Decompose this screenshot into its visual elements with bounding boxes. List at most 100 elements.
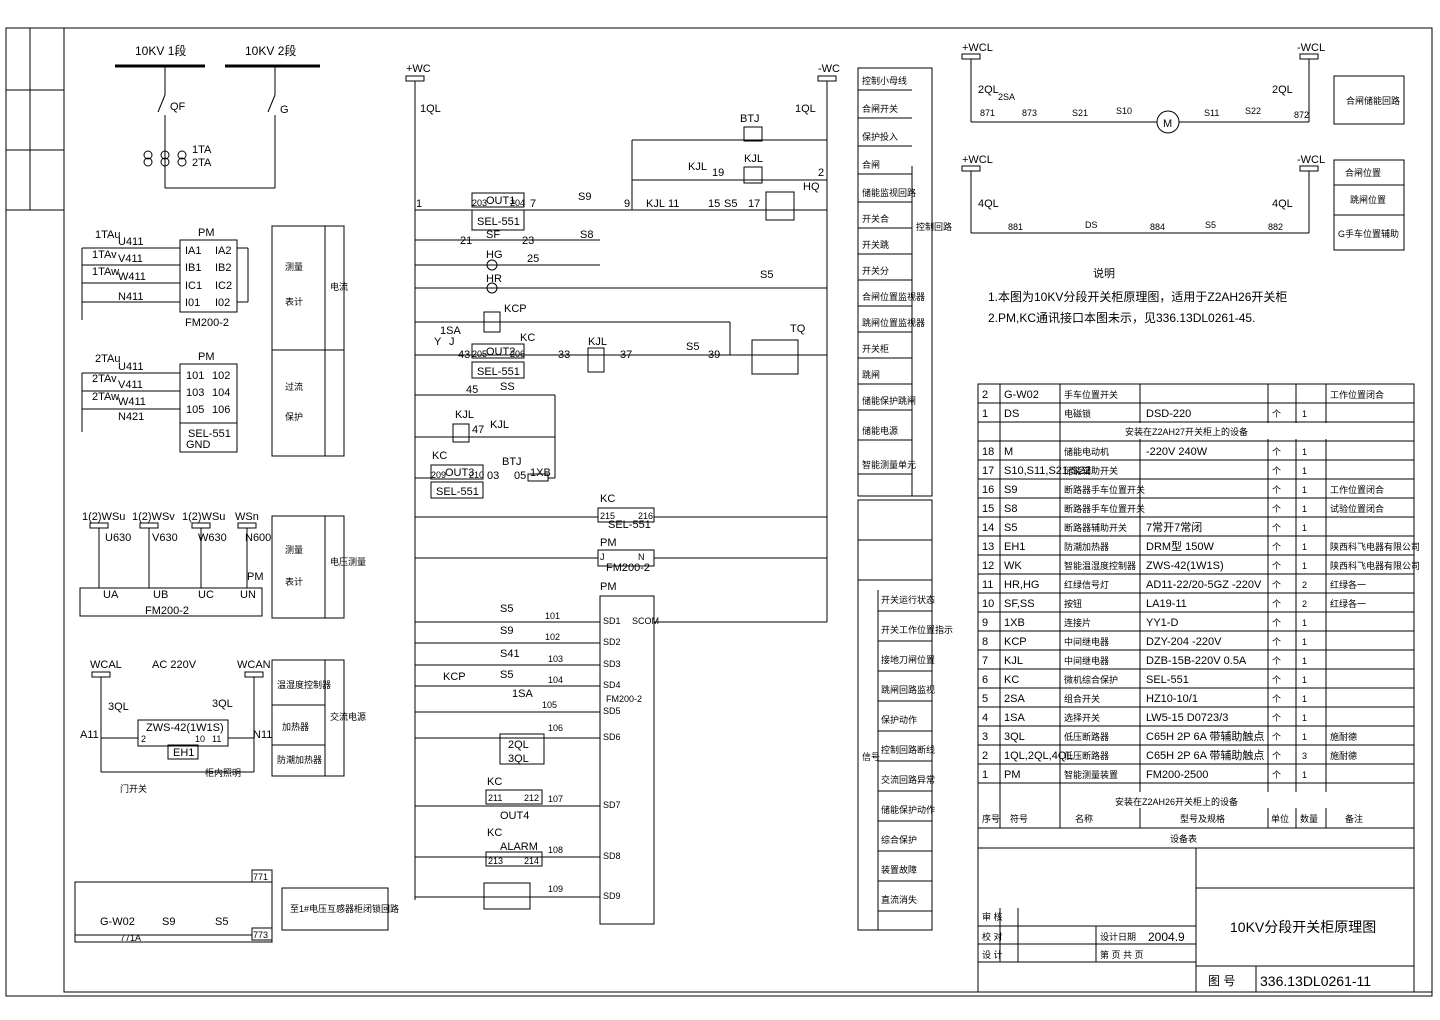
- ct2-wire: W411: [118, 396, 146, 408]
- table-cell: 1SA: [1004, 712, 1025, 724]
- table-cell: 1: [1302, 732, 1307, 742]
- table-cell: 个: [1272, 561, 1281, 571]
- table-cell: 1: [1302, 637, 1307, 647]
- table-cell: 1: [1302, 694, 1307, 704]
- sig-kc2: KC: [487, 827, 502, 839]
- table-cell: HR,HG: [1004, 579, 1039, 591]
- table-cell: 个: [1272, 504, 1281, 514]
- table-cell: 1: [1302, 523, 1307, 533]
- table-cell: 1: [1302, 618, 1307, 628]
- wcl-neg: -WCL: [1297, 154, 1325, 166]
- kc-label: KC: [432, 450, 447, 462]
- node: 9: [624, 198, 630, 210]
- out4-box: [485, 789, 543, 805]
- sig-input: SD5: [603, 706, 621, 716]
- notes-line2: 2.PM,KC通讯接口本图未示，见336.13DL0261-45.: [988, 310, 1255, 325]
- side-label-upper: 合闸: [862, 159, 880, 170]
- sig-num: 107: [548, 794, 563, 804]
- table-cell: 1XB: [1004, 617, 1025, 629]
- table-cell: 3QL: [1004, 731, 1025, 743]
- table-cell: 2: [1302, 599, 1307, 609]
- sig-num: 109: [548, 884, 563, 894]
- sel2-label: SEL-551: [477, 366, 520, 378]
- table-cell: 红绿各一: [1330, 579, 1366, 590]
- side-label-upper: 开关合: [862, 213, 889, 224]
- kjl-contact: KJL: [646, 198, 665, 210]
- door-switch: 门开关: [120, 783, 147, 794]
- bus1-label: 10KV 1段: [135, 43, 186, 58]
- node: 39: [708, 349, 720, 361]
- side-label-upper: 开关柜: [862, 343, 889, 354]
- ct1-tag-u: 1TAu: [95, 229, 120, 241]
- table-cell: 1: [982, 769, 988, 781]
- table-cell: 1: [1302, 542, 1307, 552]
- table-cell: 2: [982, 389, 988, 401]
- table-cell: 个: [1272, 637, 1281, 647]
- table-cell: DZB-15B-220V 0.5A: [1146, 655, 1247, 667]
- side-label-lower: 控制回路断线: [881, 744, 935, 755]
- ct2-wire: N421: [118, 411, 144, 423]
- interlock-box-label: 至1#电压互感器柜闭锁回路: [290, 903, 399, 914]
- table-cell: 6: [982, 674, 988, 686]
- node: 21: [460, 235, 472, 247]
- vt-pin: UA: [103, 589, 119, 601]
- ct2-pm: PM: [198, 351, 215, 363]
- busbar-section: 10KV 1段 10KV 2段 QF G 1TA 2TA: [115, 43, 320, 189]
- table-cell: 2SA: [1004, 693, 1025, 705]
- sig-num: 103: [548, 654, 563, 664]
- wk-pin: 10: [195, 734, 205, 744]
- sa-label: 2SA: [998, 92, 1015, 102]
- cart-contact-box: [483, 882, 531, 910]
- table-cell: 断路器手车位置开关: [1064, 484, 1145, 495]
- table-cell: KCP: [1004, 636, 1027, 648]
- ct2-device: SEL-551: [188, 428, 231, 440]
- table-cell: KJL: [1004, 655, 1023, 667]
- side-label-upper: 智能测量单元: [862, 459, 916, 470]
- table-cell: 个: [1272, 656, 1281, 666]
- interlock-circuit: 771 773 G-W02 S9 S5 771A 至1#电压互感器柜闭锁回路: [74, 869, 399, 943]
- side-label-lower: 接地刀闸位置: [881, 654, 935, 665]
- table-cell: 个: [1272, 466, 1281, 476]
- s22-label: S22: [1245, 106, 1261, 116]
- vt-wire: V630: [152, 532, 178, 544]
- table-cell: 1: [982, 408, 988, 420]
- node-773: 773: [253, 930, 268, 940]
- sig-input: SD2: [603, 637, 621, 647]
- ct1-pin: IC1: [185, 280, 202, 292]
- side-label-upper: 跳闸: [862, 369, 880, 380]
- table-cell: 1: [1302, 675, 1307, 685]
- vt-bus: WSn: [235, 511, 259, 523]
- table-cell: SF,SS: [1004, 598, 1035, 610]
- side-label-upper: 合闸位置监视器: [862, 291, 925, 302]
- node: 881: [1008, 222, 1023, 232]
- pin: 215: [600, 511, 615, 521]
- vt-bus: 1(2)WSu: [82, 511, 125, 523]
- sel1-label: SEL-551: [477, 216, 520, 228]
- side-label-lower: 储能保护动作: [881, 804, 935, 815]
- sig-switch: 1SA: [512, 688, 533, 700]
- ct1-pin: IA1: [185, 245, 202, 257]
- table-cell: S9: [1004, 484, 1017, 496]
- table-cell: DS: [1004, 408, 1019, 420]
- ct2-tag-v: 2TAv: [92, 373, 117, 385]
- node: 15: [708, 198, 720, 210]
- table-cell: 中间继电器: [1064, 655, 1109, 666]
- ta1-label: 1TA: [192, 144, 212, 156]
- ac-q2: 3QL: [212, 698, 233, 710]
- alarm-label: ALARM: [500, 841, 538, 853]
- panel-label: 保护: [285, 411, 303, 422]
- out1-box: [471, 192, 525, 208]
- ct1-meter-box: [179, 239, 238, 313]
- panel-label: 测量: [285, 545, 303, 555]
- table-cell: 中间继电器: [1064, 636, 1109, 647]
